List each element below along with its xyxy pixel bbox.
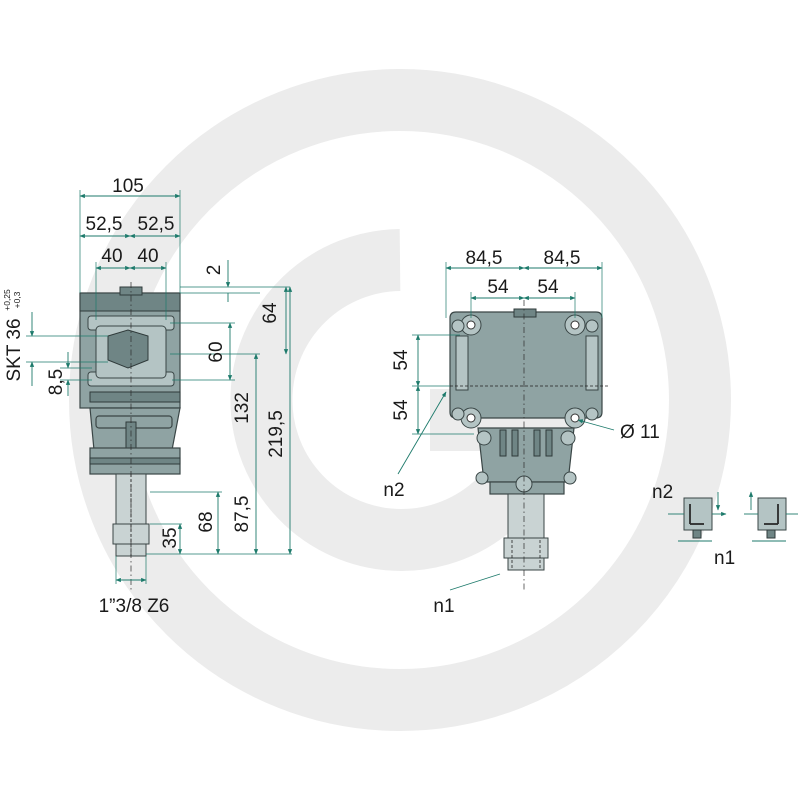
front-view: 84,5 84,5 54 54 54 54 n2 Ø 11 n1 [383,248,659,617]
dim-52-5-left: 52,5 [86,214,123,235]
front-dim-54-right: 54 [537,277,559,298]
dim-40-left: 40 [101,246,122,267]
front-output-shaft [503,493,549,571]
shaft-spline-label: 1”3/8 Z6 [99,596,170,617]
orientation-icons: n2 n1 [652,482,798,569]
skt-label: SKT 36 [4,318,25,381]
side-view: 105 52,5 52,5 40 40 2 64 60 132 219,5 87… [2,176,293,617]
dim-2: 2 [204,265,225,276]
dim-105: 105 [112,176,144,197]
front-hole-diameter: Ø 11 [620,422,660,443]
front-dim-84-5-right: 84,5 [544,248,581,269]
orientation-icon-b [744,491,798,542]
side-housing [79,286,181,475]
icon-label-n2: n2 [652,482,673,503]
front-dim-54-left: 54 [487,277,509,298]
front-dim-84-5-left: 84,5 [466,248,503,269]
front-label-n1: n1 [433,596,454,617]
dim-219-5: 219,5 [266,410,287,458]
dim-40-right: 40 [137,246,158,267]
dim-132: 132 [232,392,253,424]
front-dim-54-lower: 54 [391,399,412,421]
dim-52-5-right: 52,5 [138,214,175,235]
dim-8-5: 8,5 [46,369,67,395]
front-dim-54-upper: 54 [391,349,412,371]
icon-label-n1: n1 [714,548,735,569]
dim-87-5: 87,5 [232,496,253,533]
orientation-icon-a [668,492,727,542]
skt-tolerance-upper: +0,25 [2,289,12,311]
front-housing [449,308,603,495]
front-label-n2: n2 [383,480,404,501]
dim-60: 60 [206,341,227,362]
skt-tolerance-lower: +0,3 [12,291,22,308]
dim-68: 68 [196,511,217,532]
dim-35: 35 [160,527,181,548]
dim-64: 64 [260,302,281,324]
